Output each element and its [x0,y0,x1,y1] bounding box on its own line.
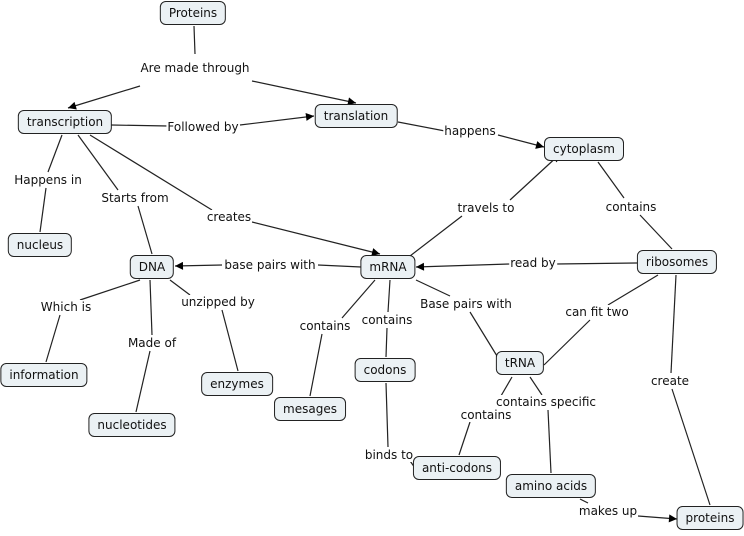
link-are-made-through: Are made through [139,61,251,75]
concept-transcription[interactable]: transcription [17,110,113,134]
concept-ribosomes[interactable]: ribosomes [636,250,718,274]
link-read-by: read by [509,256,557,270]
link-travels-to: travels to [456,201,516,215]
link-contains-ribosomes: contains [604,200,658,214]
link-which-is: Which is [39,300,93,314]
link-makes-up: makes up [577,504,639,518]
concept-anticodons[interactable]: anti-codons [412,456,502,480]
concept-amino-acids[interactable]: amino acids [505,474,597,498]
concept-trna[interactable]: tRNA [495,351,545,375]
concept-codons[interactable]: codons [354,358,416,382]
link-creates: creates [205,210,253,224]
link-starts-from: Starts from [100,191,170,205]
link-can-fit-two: can fit two [564,305,630,319]
link-happens-in: Happens in [13,173,83,187]
link-contains-specific: contains specific [495,395,597,409]
concept-proteins-bottom[interactable]: proteins [676,506,744,530]
link-followed-by: Followed by [166,120,240,134]
link-base-pairs-with-trna: Base pairs with [419,297,513,311]
link-contains-codons: contains [360,313,414,327]
concept-mesages[interactable]: mesages [274,397,346,421]
link-create: create [649,374,691,388]
concept-nucleotides[interactable]: nucleotides [88,413,176,437]
concept-dna[interactable]: DNA [129,255,175,279]
concept-cytoplasm[interactable]: cytoplasm [544,137,624,161]
link-binds-to: binds to [363,448,415,462]
concept-mrna[interactable]: mRNA [360,255,416,279]
concept-proteins-top[interactable]: Proteins [159,1,227,25]
concept-enzymes[interactable]: enzymes [201,372,273,396]
link-unzipped-by: unzipped by [180,295,256,309]
link-contains-mesages: contains [298,319,352,333]
link-happens: happens [443,124,497,138]
concept-nucleus[interactable]: nucleus [7,233,73,257]
link-contains-anticodons: contains [459,408,513,422]
concept-translation[interactable]: translation [314,104,398,128]
link-made-of: Made of [126,336,178,350]
link-base-pairs-with-dna: base pairs with [223,258,317,272]
concept-information[interactable]: information [0,363,88,387]
